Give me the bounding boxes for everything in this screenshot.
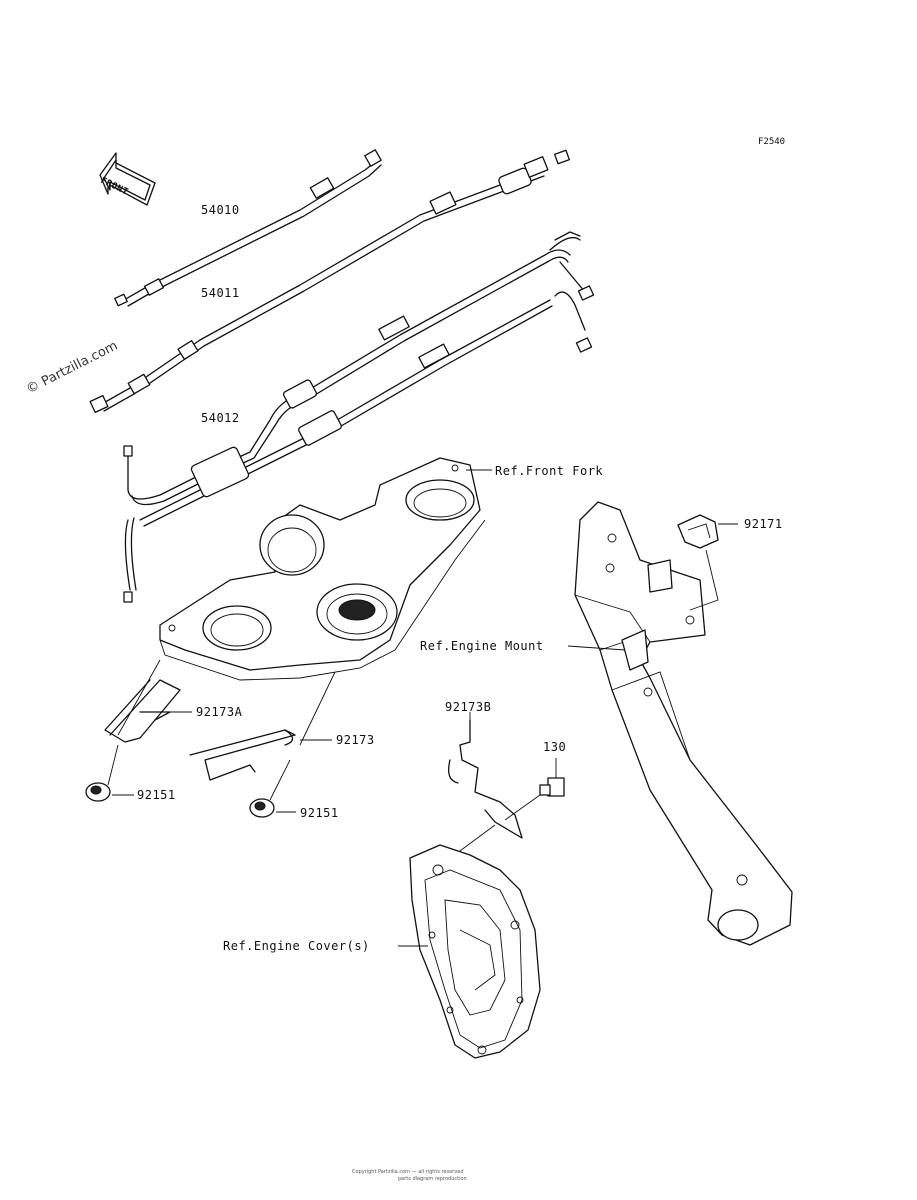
label-54011: 54011 <box>201 286 240 300</box>
clip-92173B <box>444 712 523 863</box>
label-92151-a: 92151 <box>137 788 176 802</box>
footer-line-1: Copyright Partzilla.com — all rights res… <box>352 1169 464 1175</box>
label-92171: 92171 <box>744 517 783 531</box>
label-92173: 92173 <box>336 733 375 747</box>
bolt-92151-b <box>249 798 296 818</box>
clamp-92171 <box>677 514 738 611</box>
clip-92173A <box>104 679 192 786</box>
footer-line-2: parts diagram reproduction <box>398 1176 467 1182</box>
leader-92173A <box>117 659 161 736</box>
bolt-130 <box>504 758 565 821</box>
engine-cover <box>398 844 541 1059</box>
label-92173A: 92173A <box>196 705 243 719</box>
throttle-cable-54010 <box>114 149 382 307</box>
clip-92173 <box>189 671 336 801</box>
label-ref-engine-mount: Ref.Engine Mount <box>420 639 544 653</box>
figure-code: F2540 <box>758 137 786 147</box>
label-54012: 54012 <box>201 411 240 425</box>
bolt-92151-a <box>85 782 134 802</box>
label-54010: 54010 <box>201 203 240 217</box>
label-92151-b: 92151 <box>300 806 339 820</box>
front-arrow-icon <box>99 152 156 206</box>
leader-engine-mount <box>567 645 626 651</box>
engine-mount <box>574 501 793 946</box>
label-ref-front-fork: Ref.Front Fork <box>495 464 604 478</box>
label-130: 130 <box>543 740 567 754</box>
label-ref-engine-cover: Ref.Engine Cover(s) <box>223 939 370 953</box>
throttle-cable-54012 <box>123 231 595 603</box>
fork-bracket <box>159 457 486 681</box>
throttle-cable-54011 <box>89 149 570 414</box>
label-92173B: 92173B <box>445 700 492 714</box>
